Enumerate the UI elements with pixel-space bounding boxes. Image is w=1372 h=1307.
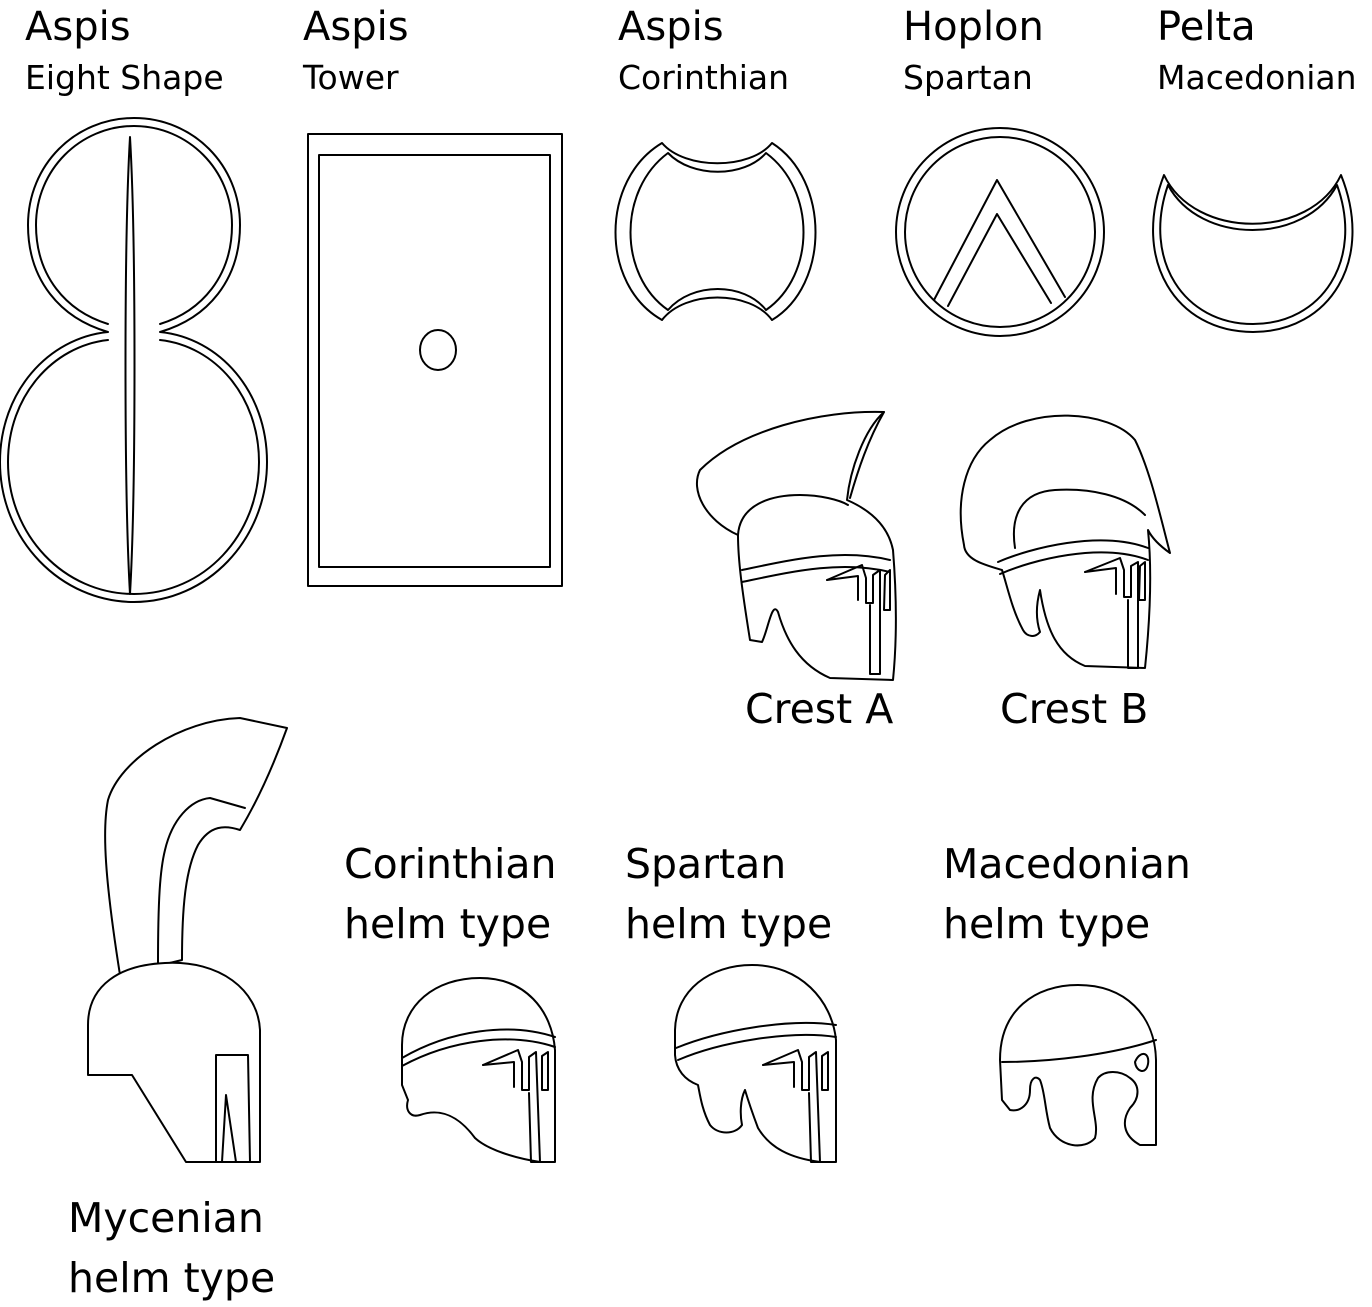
shield-4-name: Hoplon — [903, 4, 1044, 50]
mycenian-helm-drawing — [87, 717, 288, 1163]
tower-shield-drawing — [307, 133, 563, 587]
macedonian-helm-drawing — [999, 984, 1157, 1147]
crest-a-drawing — [695, 410, 897, 681]
shield-3-name: Aspis — [618, 4, 724, 50]
shield-5-subtitle: Macedonian — [1157, 58, 1357, 97]
shield-1-name: Aspis — [25, 4, 131, 50]
shield-4-subtitle: Spartan — [903, 58, 1033, 97]
shield-1-subtitle: Eight Shape — [25, 58, 224, 97]
shield-2-name: Aspis — [303, 4, 409, 50]
corinthian-helm-label-line1: Corinthian — [344, 840, 557, 888]
shield-2-subtitle: Tower — [303, 58, 399, 97]
macedonian-helm-label-line1: Macedonian — [943, 840, 1191, 888]
spartan-helm-label-line2: helm type — [625, 900, 833, 948]
corinthian-helm-drawing — [401, 977, 556, 1163]
shield-3-subtitle: Corinthian — [618, 58, 790, 97]
spartan-shield-drawing — [895, 127, 1105, 337]
macedonian-helm-label-line2: helm type — [943, 900, 1151, 948]
eight-shape-shield-drawing — [0, 117, 268, 603]
spartan-helm-drawing — [674, 964, 837, 1163]
crest-b-drawing — [959, 414, 1171, 669]
corinthian-helm-label-line2: helm type — [344, 900, 552, 948]
shield-5-name: Pelta — [1157, 4, 1256, 50]
mycenian-helm-label-line1: Mycenian — [68, 1194, 264, 1242]
crest-b-label: Crest B — [1000, 685, 1149, 733]
corinthian-shield-drawing — [614, 142, 817, 321]
crest-a-label: Crest A — [745, 685, 894, 733]
macedonian-shield-drawing — [1152, 174, 1354, 333]
mycenian-helm-label-line2: helm type — [68, 1254, 276, 1302]
spartan-helm-label-line1: Spartan — [625, 840, 787, 888]
